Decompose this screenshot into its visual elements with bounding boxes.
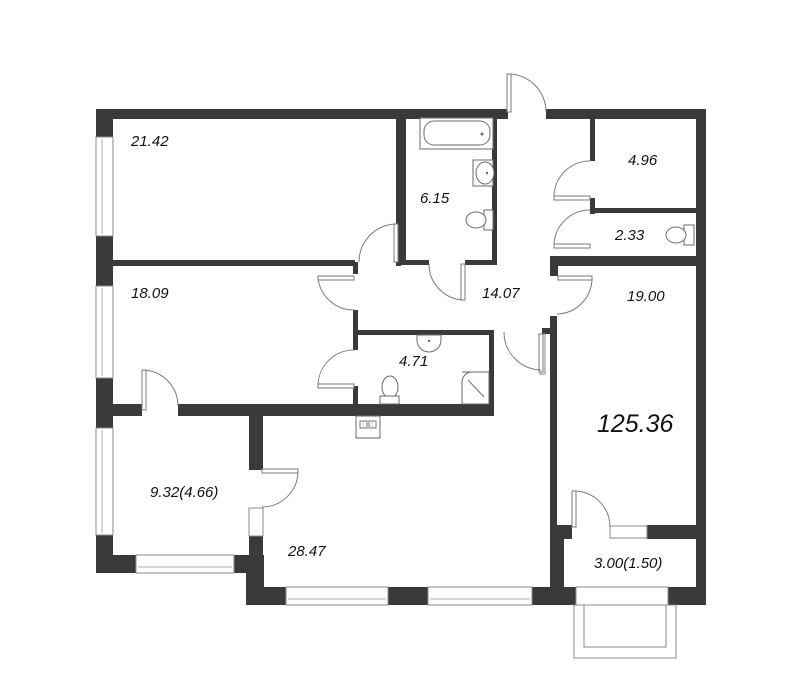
wall-bed3-left	[550, 316, 557, 604]
room-area-bedroom-3: 19.00	[627, 288, 665, 305]
door-bathroom[interactable]	[428, 263, 466, 301]
fixtures	[355, 117, 695, 439]
wc-toilet-icon	[665, 224, 695, 246]
door-kitchen-hall[interactable]	[503, 331, 544, 373]
door-storage[interactable]	[553, 160, 591, 201]
window-bedroom2	[95, 285, 114, 379]
wall-bed2-bottom-left	[96, 404, 142, 416]
total-area: 125.36	[597, 410, 674, 438]
wall-balcony-top-right	[647, 525, 706, 539]
shower-sink-icon	[416, 334, 442, 353]
window-loggia-kitchen	[248, 507, 264, 537]
wall-left-1	[96, 109, 113, 137]
wall-balcony-bottom-right	[668, 587, 706, 605]
door-bedroom3[interactable]	[556, 275, 593, 315]
wall-top-left	[96, 109, 508, 119]
wall-top-right	[546, 109, 706, 119]
room-area-wc: 2.33	[615, 227, 645, 244]
wall-bath-bottom-right	[465, 260, 497, 265]
wall-storage-left-top	[590, 119, 595, 161]
stove-icon	[355, 415, 381, 439]
door-wc[interactable]	[553, 209, 591, 249]
wall-bed1-right	[396, 119, 401, 266]
wall-bed1-bed2	[113, 260, 355, 266]
wall-left-3	[96, 378, 113, 428]
wall-loggia-kitchen-top	[249, 404, 263, 470]
window-bed3-balcony	[609, 525, 648, 539]
toilet-icon	[465, 209, 494, 231]
wall-shower-right	[489, 330, 494, 408]
room-area-storage: 4.96	[628, 152, 658, 169]
room-area-bedroom-2: 18.09	[131, 285, 169, 302]
wall-wc-bottom	[550, 256, 696, 266]
room-area-hallway: 14.07	[482, 285, 520, 302]
window-loggia-west	[95, 427, 114, 536]
room-area-bathroom: 6.15	[420, 190, 450, 207]
window-kitchen-1	[285, 586, 389, 606]
window-balcony	[575, 586, 669, 606]
door-loggia-from-bedroom2[interactable]	[141, 369, 179, 411]
wall-bath-right	[492, 119, 497, 264]
wall-loggia-kitchen-bottom	[249, 535, 263, 575]
wall-hall-stub	[542, 328, 552, 334]
wall-left-2	[96, 236, 113, 286]
room-area-balcony-east: 3.00(1.50)	[594, 555, 663, 572]
room-area-loggia-west: 9.32(4.66)	[150, 484, 219, 501]
wall-loggia-bottom-left	[96, 555, 136, 573]
room-area-bedroom-1: 21.42	[131, 133, 169, 150]
wall-bath-left	[401, 119, 406, 264]
wall-bed2-right-bottom	[353, 386, 358, 408]
door-entrance[interactable]	[506, 73, 547, 113]
window-kitchen-2	[427, 586, 533, 606]
door-shower-room[interactable]	[317, 349, 356, 389]
shower-toilet-icon	[379, 375, 400, 405]
wall-bath-bottom-left	[401, 260, 429, 265]
wall-kitchen-bottom-1	[246, 587, 286, 605]
door-bedroom1[interactable]	[358, 223, 399, 263]
window-loggia-bottom	[135, 554, 235, 574]
wall-bed3-top-left	[550, 256, 558, 276]
shower-tray-icon	[461, 371, 490, 405]
room-area-shower-room: 4.71	[399, 353, 429, 370]
door-loggia-from-kitchen[interactable]	[261, 468, 299, 508]
balcony-outer	[573, 604, 677, 659]
wall-shower-top	[353, 330, 493, 335]
room-area-kitchen-living: 28.47	[288, 543, 326, 560]
door-bedroom2[interactable]	[317, 275, 356, 311]
wall-balcony-left	[550, 525, 564, 605]
wall-right	[696, 109, 706, 605]
sink-icon	[472, 159, 495, 187]
wall-storage-wc	[590, 208, 696, 213]
wall-kitchen-bottom-2	[388, 587, 428, 605]
bathtub-icon	[419, 117, 494, 150]
wall-bed2-bottom-right	[178, 404, 494, 416]
door-balcony[interactable]	[571, 490, 611, 528]
window-bedroom1	[95, 136, 114, 237]
wall-storage-left-mid	[590, 198, 595, 214]
windows	[95, 136, 669, 606]
doors	[141, 73, 611, 528]
wall-bed2-right-top	[353, 262, 358, 274]
